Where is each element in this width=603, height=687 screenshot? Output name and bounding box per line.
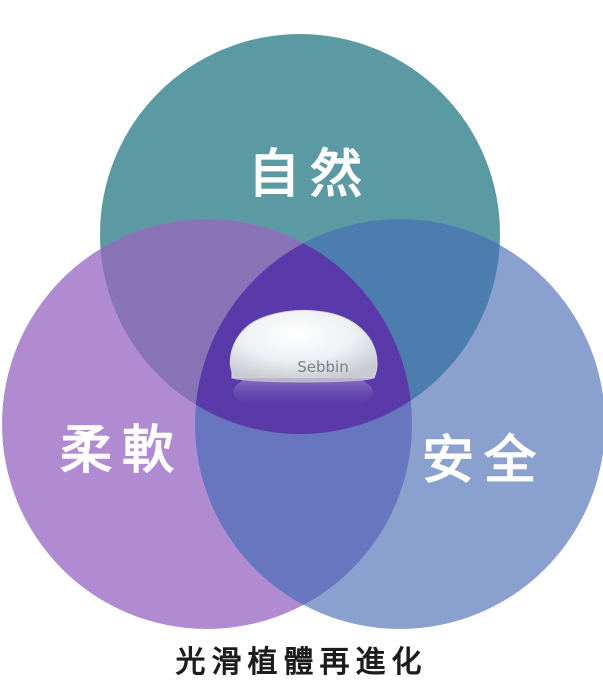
label-soft: 柔軟 — [60, 421, 184, 481]
implant-image: Sebbin — [229, 310, 378, 383]
implant-brand-label: Sebbin — [297, 358, 348, 376]
label-natural: 自然 — [248, 145, 372, 205]
venn-diagram: Sebbin 自然 柔軟 安全 — [2, 34, 603, 629]
label-safe: 安全 — [422, 431, 546, 491]
caption: 光滑植體再進化 — [175, 645, 428, 680]
